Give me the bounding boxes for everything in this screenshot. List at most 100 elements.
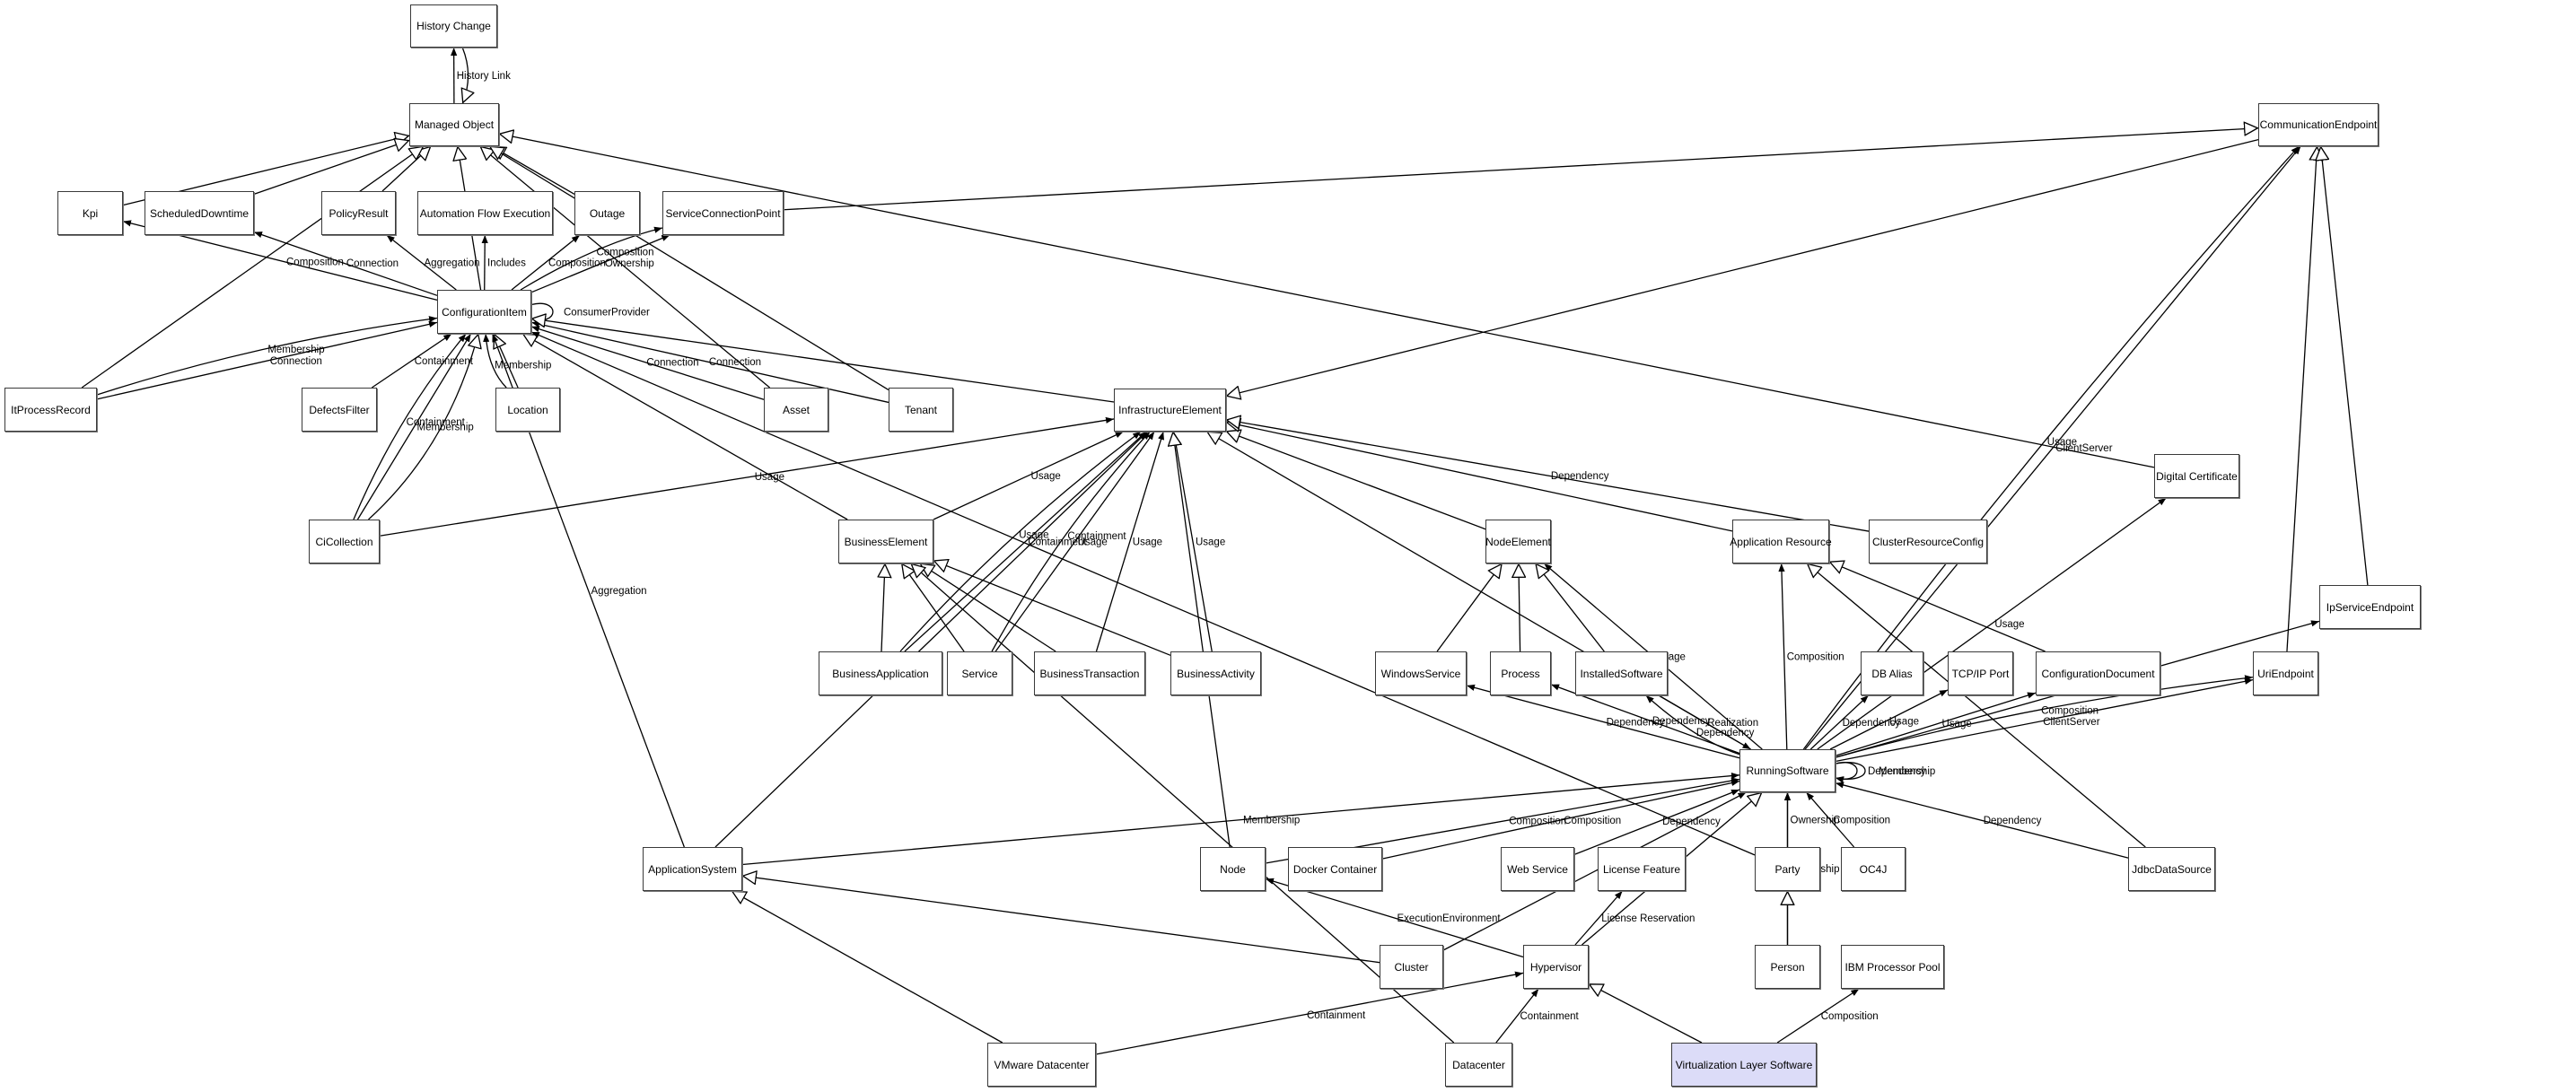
edge-business-element-to-infrastructure-element — [933, 431, 1124, 520]
edge-label: Dependency — [1984, 816, 2042, 826]
edge-tenant-to-configuration-item — [530, 320, 889, 404]
node-ip-service-endpoint[interactable]: IpServiceEndpoint — [2319, 585, 2421, 629]
node-location[interactable]: Location — [495, 388, 560, 432]
node-digital-certificate[interactable]: Digital Certificate — [2154, 454, 2239, 498]
node-party[interactable]: Party — [1755, 847, 1820, 891]
edge-label: Dependency — [1551, 471, 1609, 482]
edge-label: Usage — [1031, 471, 1061, 482]
edge-label: Dependency — [1696, 728, 1755, 738]
node-infrastructure-element[interactable]: InfrastructureElement — [1114, 389, 1226, 432]
node-virtualization-layer-software[interactable]: Virtualization Layer Software — [1671, 1043, 1817, 1087]
node-label: Hypervisor — [1529, 960, 1582, 974]
node-web-service[interactable]: Web Service — [1501, 847, 1574, 891]
node-uri-endpoint[interactable]: UriEndpoint — [2253, 651, 2318, 695]
node-label: IpServiceEndpoint — [2326, 600, 2414, 614]
node-label: WindowsService — [1380, 667, 1461, 680]
node-tcpip-port[interactable]: TCP/IP Port — [1948, 651, 2013, 695]
node-node-element[interactable]: NodeElement — [1485, 520, 1551, 563]
node-application-system[interactable]: ApplicationSystem — [643, 847, 742, 891]
edge-label: Composition — [1509, 817, 1566, 827]
node-jdbc-data-source[interactable]: JdbcDataSource — [2128, 847, 2215, 891]
node-node[interactable]: Node — [1200, 847, 1266, 891]
node-business-application[interactable]: BusinessApplication — [819, 651, 942, 695]
node-label: Outage — [589, 206, 626, 220]
node-application-resource[interactable]: Application Resource — [1730, 520, 1832, 563]
node-label: Service — [961, 667, 998, 680]
node-policy-result[interactable]: PolicyResult — [321, 191, 396, 235]
edge-label: Connection — [346, 258, 399, 269]
edge-business-activity-to-business-element — [933, 561, 1171, 656]
node-oc4j[interactable]: OC4J — [1841, 847, 1906, 891]
node-cluster[interactable]: Cluster — [1380, 945, 1443, 989]
node-ci-collection[interactable]: CiCollection — [309, 520, 380, 563]
node-configuration-item[interactable]: ConfigurationItem — [437, 290, 531, 334]
node-label: Web Service — [1507, 862, 1568, 876]
node-managed-object[interactable]: Managed Object — [409, 103, 499, 146]
edge-configuration-item-to-scheduled-downtime — [253, 232, 438, 296]
node-label: Managed Object — [414, 118, 495, 131]
node-ibm-processor-pool[interactable]: IBM Processor Pool — [1841, 945, 1944, 989]
node-label: JdbcDataSource — [2132, 862, 2212, 876]
node-vmware-datacenter[interactable]: VMware Datacenter — [987, 1043, 1096, 1087]
edge-running-software-to-configuration-document — [1835, 692, 2037, 756]
edge-configuration-item-to-automation-flow-execution — [481, 234, 488, 291]
node-history-change[interactable]: History Change — [410, 4, 497, 48]
node-label: Person — [1770, 960, 1805, 974]
edge-it-process-record-to-managed-object — [81, 145, 424, 389]
node-datacenter[interactable]: Datacenter — [1445, 1043, 1512, 1087]
node-label: VMware Datacenter — [994, 1058, 1090, 1071]
node-label: ScheduledDowntime — [149, 206, 250, 220]
node-docker-container[interactable]: Docker Container — [1288, 847, 1382, 891]
node-business-element[interactable]: BusinessElement — [838, 520, 933, 563]
node-scheduled-downtime[interactable]: ScheduledDowntime — [145, 191, 254, 235]
edge-label: Composition — [1821, 1011, 1879, 1022]
edge-business-application-to-business-element — [881, 563, 885, 652]
edge-label: Ownership — [1791, 816, 1840, 826]
edge-it-process-record-to-configuration-item — [96, 316, 438, 396]
node-service[interactable]: Service — [947, 651, 1012, 695]
edge-label: Composition — [1787, 651, 1844, 662]
node-label: ServiceConnectionPoint — [665, 206, 781, 220]
node-db-alias[interactable]: DB Alias — [1861, 651, 1923, 695]
node-process[interactable]: Process — [1490, 651, 1551, 695]
node-configuration-document[interactable]: ConfigurationDocument — [2036, 651, 2160, 695]
node-asset[interactable]: Asset — [764, 388, 828, 432]
edge-service-to-business-element — [900, 563, 965, 652]
node-label: InfrastructureElement — [1118, 404, 1222, 416]
node-automation-flow-execution[interactable]: Automation Flow Execution — [417, 191, 553, 235]
node-label: BusinessActivity — [1177, 667, 1255, 680]
node-label: OC4J — [1859, 862, 1888, 876]
edge-label: ExecutionEnvironment — [1398, 913, 1502, 924]
node-license-feature[interactable]: License Feature — [1598, 847, 1686, 891]
edge-node-to-infrastructure-element — [1173, 432, 1231, 848]
node-service-connection-point[interactable]: ServiceConnectionPoint — [662, 191, 784, 235]
node-defects-filter[interactable]: DefectsFilter — [302, 388, 377, 432]
node-kpi[interactable]: Kpi — [57, 191, 123, 235]
node-communication-endpoint[interactable]: CommunicationEndpoint — [2258, 103, 2379, 146]
node-hypervisor[interactable]: Hypervisor — [1523, 945, 1589, 989]
node-business-transaction[interactable]: BusinessTransaction — [1034, 651, 1145, 695]
edge-label: Usage — [1889, 716, 1919, 727]
node-label: Node — [1220, 862, 1246, 876]
node-label: Process — [1501, 667, 1540, 680]
node-outage[interactable]: Outage — [574, 191, 640, 235]
node-windows-service[interactable]: WindowsService — [1375, 651, 1467, 695]
edge-configuration-item-to-outage — [511, 234, 581, 291]
edge-label: Containment — [1067, 531, 1126, 542]
node-cluster-resource-config[interactable]: ClusterResourceConfig — [1869, 520, 1987, 563]
edge-label: Containment — [1307, 1010, 1366, 1021]
node-label: Application Resource — [1730, 535, 1832, 548]
edge-label: Composition — [286, 257, 344, 267]
edge-vmware-datacenter-to-application-system — [732, 890, 1003, 1044]
node-tenant[interactable]: Tenant — [889, 388, 953, 432]
edge-configuration-document-to-application-resource — [1829, 562, 2046, 652]
node-person[interactable]: Person — [1755, 945, 1820, 989]
edge-label: Dependency — [1662, 817, 1721, 827]
node-it-process-record[interactable]: ItProcessRecord — [4, 388, 97, 432]
node-running-software[interactable]: RunningSoftware — [1739, 749, 1836, 792]
node-installed-software[interactable]: InstalledSoftware — [1575, 651, 1668, 695]
edge-web-service-to-running-software — [1573, 789, 1740, 855]
node-business-activity[interactable]: BusinessActivity — [1170, 651, 1261, 695]
